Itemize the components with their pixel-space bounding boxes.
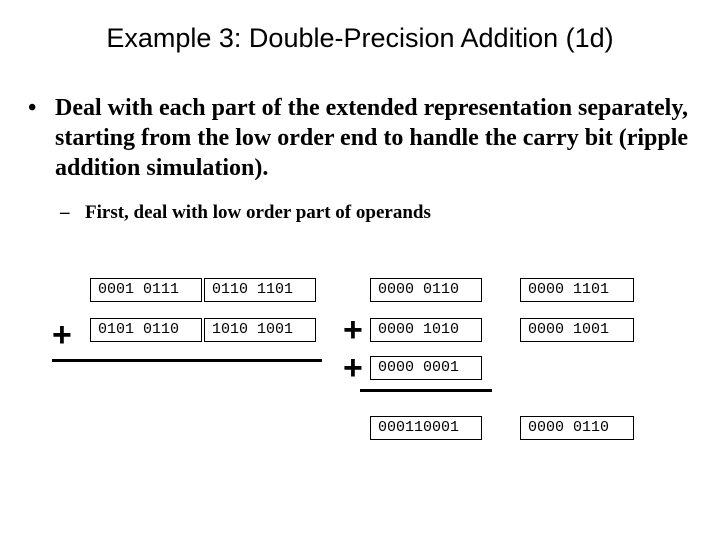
high-b-box: 0000 1010 — [370, 318, 482, 342]
carry-in-box: 0000 0001 — [370, 356, 482, 380]
operand1-high-box: 0001 0111 — [90, 278, 202, 302]
slide-title: Example 3: Double-Precision Addition (1d… — [106, 23, 614, 53]
operand2-low-box: 1010 1001 — [204, 318, 316, 342]
operand2-high-box: 0101 0110 — [90, 318, 202, 342]
right-plus-sign-1: + — [343, 311, 363, 349]
result-high-box: 0001 0001 1 — [370, 416, 482, 440]
sub-bullet-text: First, deal with low order part of opera… — [85, 202, 431, 223]
left-sum-line — [52, 359, 322, 362]
right-plus-sign-2: + — [343, 349, 363, 387]
result-low-box: 0000 0110 — [520, 416, 634, 440]
result-high-overlay-digit: 1 — [414, 419, 424, 436]
sub-bullet-marker: – — [60, 202, 70, 223]
high-a-box: 0000 0110 — [370, 278, 482, 302]
left-plus-sign: + — [52, 316, 72, 354]
bullet-marker: • — [28, 95, 37, 121]
operand1-low-box: 0110 1101 — [204, 278, 316, 302]
bullet-text: Deal with each part of the extended repr… — [55, 95, 689, 181]
low-b-box: 0000 1001 — [520, 318, 634, 342]
result-high-text: 0001 0001 — [378, 419, 460, 436]
right-sum-line — [360, 389, 492, 392]
low-a-box: 0000 1101 — [520, 278, 634, 302]
